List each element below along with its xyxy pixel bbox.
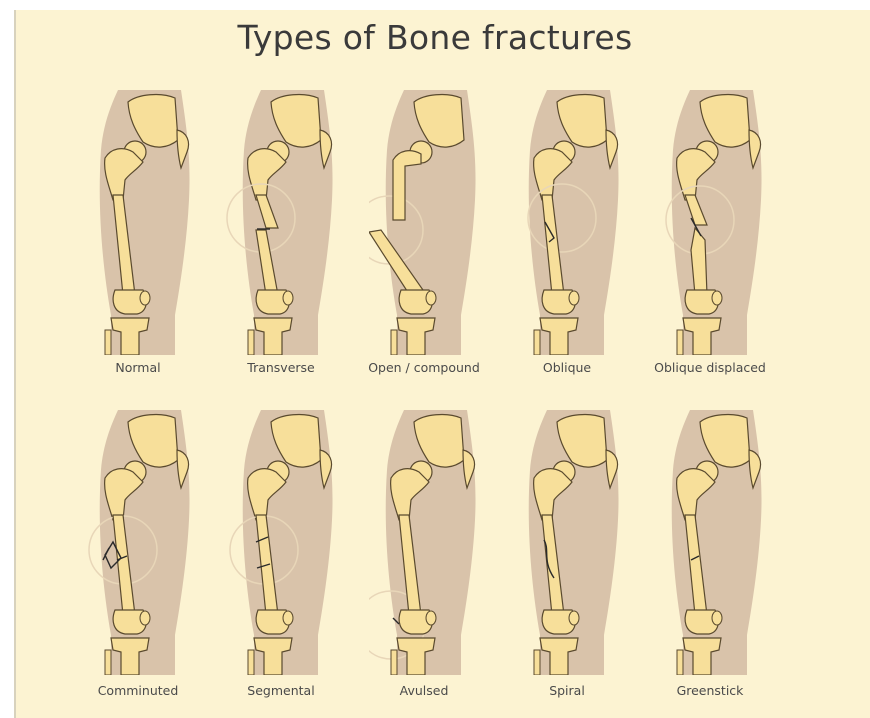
leg-illustration-normal [83, 90, 213, 355]
patella-bone [712, 291, 722, 305]
patella-bone [569, 291, 579, 305]
leg-illustration-spiral [512, 410, 642, 675]
fracture-figure-comminuted [83, 410, 213, 675]
leg-illustration-oblique-displaced [655, 90, 785, 355]
poster-left-edge [14, 10, 16, 718]
fibula-bone [677, 330, 683, 355]
patella-bone [712, 611, 722, 625]
fracture-caption-segmental: Segmental [206, 683, 356, 698]
fracture-caption-spiral: Spiral [492, 683, 642, 698]
fracture-figure-avulsed [369, 410, 499, 675]
fracture-caption-greenstick: Greenstick [635, 683, 785, 698]
fracture-figure-greenstick [655, 410, 785, 675]
leg-illustration-segmental [226, 410, 356, 675]
fracture-figure-transverse [226, 90, 356, 355]
fibula-bone [105, 330, 111, 355]
fracture-figure-spiral [512, 410, 642, 675]
fracture-caption-transverse: Transverse [206, 360, 356, 375]
patella-bone [426, 611, 436, 625]
patella-bone [569, 611, 579, 625]
fracture-caption-comminuted: Comminuted [63, 683, 213, 698]
leg-illustration-oblique [512, 90, 642, 355]
fracture-caption-oblique: Oblique [492, 360, 642, 375]
fracture-figure-normal [83, 90, 213, 355]
leg-illustration-open [369, 90, 499, 355]
fracture-figure-oblique-displaced [655, 90, 785, 355]
patella-bone [283, 611, 293, 625]
fracture-caption-normal: Normal [63, 360, 213, 375]
fracture-caption-open: Open / compound [349, 360, 499, 375]
fracture-caption-avulsed: Avulsed [349, 683, 499, 698]
fibula-bone [391, 330, 397, 355]
patella-bone [140, 611, 150, 625]
fibula-bone [534, 650, 540, 675]
leg-illustration-avulsed [369, 410, 499, 675]
patella-bone [426, 291, 436, 305]
patella-bone [140, 291, 150, 305]
fibula-bone [534, 330, 540, 355]
fracture-figure-oblique [512, 90, 642, 355]
fracture-figure-segmental [226, 410, 356, 675]
fibula-bone [391, 650, 397, 675]
patella-bone [283, 291, 293, 305]
fracture-figure-open [369, 90, 499, 355]
fracture-caption-oblique-displaced: Oblique displaced [635, 360, 785, 375]
fibula-bone [248, 650, 254, 675]
poster-title: Types of Bone fractures [0, 18, 870, 57]
fibula-bone [677, 650, 683, 675]
fibula-bone [248, 330, 254, 355]
leg-illustration-greenstick [655, 410, 785, 675]
leg-illustration-transverse [226, 90, 356, 355]
leg-illustration-comminuted [83, 410, 213, 675]
fibula-bone [105, 650, 111, 675]
